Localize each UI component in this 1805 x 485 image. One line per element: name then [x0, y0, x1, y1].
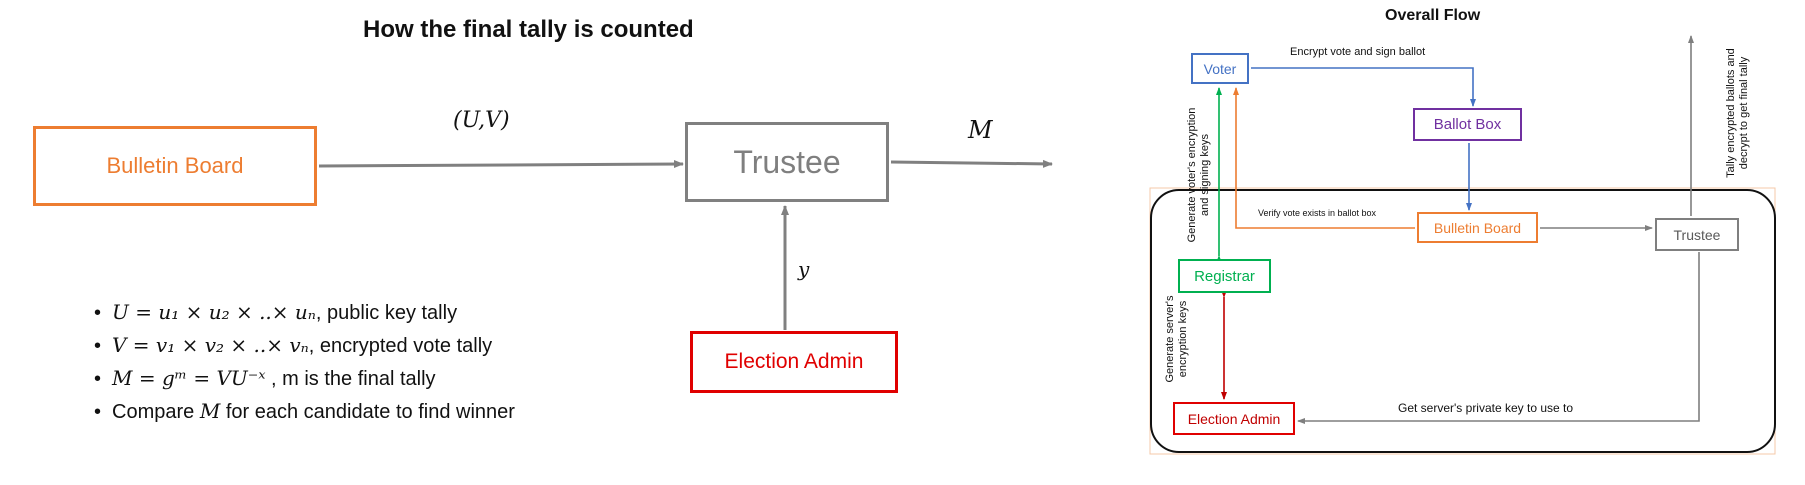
- edge-label-encrypt-vote: Encrypt vote and sign ballot: [1290, 46, 1426, 58]
- election-admin-node-right: Election Admin: [1173, 402, 1295, 435]
- formula-text: for each candidate to find winner: [220, 401, 515, 423]
- bullet-icon: •: [94, 401, 102, 423]
- edge-label-tally: Tally encrypted ballots and decrypt to g…: [1725, 48, 1750, 178]
- left-diagram-title: How the final tally is counted: [363, 16, 694, 43]
- voter-node: Voter: [1191, 53, 1249, 84]
- formula-text: , encrypted vote tally: [308, 335, 493, 357]
- formula-math: V = v₁ × v₂ × ..× vₙ: [112, 333, 309, 357]
- election-admin-node: Election Admin: [690, 331, 898, 393]
- edge-label-m: M: [968, 116, 993, 144]
- arrow-voter-to-ballot: [1251, 67, 1476, 107]
- formula-text: , m is the final tally: [265, 368, 436, 390]
- formula-pre: Compare: [112, 401, 200, 423]
- bulletin-board-node-right: Bulletin Board: [1417, 212, 1538, 243]
- ballot-box-node: Ballot Box: [1413, 108, 1522, 141]
- formula-item: • M = gᵐ = VU⁻ˣ , m is the final tally: [94, 362, 515, 395]
- registrar-node: Registrar: [1178, 259, 1271, 293]
- formula-item: • Compare M for each candidate to find wi…: [94, 395, 515, 428]
- bullet-icon: •: [94, 302, 102, 324]
- edge-label-gen-server-keys: Generate server's encryption keys: [1164, 295, 1189, 383]
- edge-label-gen-voter-keys: Generate voter's encryption and signing …: [1186, 107, 1211, 243]
- bullet-icon: •: [94, 335, 102, 357]
- formula-text: , public key tally: [315, 302, 458, 324]
- bullet-icon: •: [94, 368, 102, 390]
- system-rounded-frame: [1150, 189, 1776, 453]
- edge-label-uv: (U,V): [453, 108, 510, 133]
- edge-label-get-private-key: Get server's private key to use to: [1398, 401, 1574, 415]
- edge-label-verify-vote: Verify vote exists in ballot box: [1258, 208, 1377, 218]
- formula-item: • V = v₁ × v₂ × ..× vₙ, encrypted vote ta…: [94, 329, 515, 362]
- formula-item: • U = u₁ × u₂ × ..× uₙ, public key tally: [94, 296, 515, 329]
- trustee-node-right: Trustee: [1655, 218, 1739, 251]
- formula-math: M: [199, 399, 221, 423]
- arrow-bulletin-to-trustee: [318, 160, 684, 169]
- formula-list: •U = u₁ × u₂ × ..× uₙ, public key tally …: [94, 296, 515, 428]
- arrow-trustee-out: [890, 159, 1053, 168]
- formula-math: U = u₁ × u₂ × ..× uₙ: [112, 300, 316, 324]
- formula-math: M = gᵐ = VU⁻ˣ: [112, 366, 266, 390]
- bulletin-board-node: Bulletin Board: [33, 126, 317, 206]
- arrow-bulletin-to-voter: [1233, 87, 1415, 229]
- edge-label-y: y: [798, 257, 810, 281]
- trustee-node: Trustee: [685, 122, 889, 202]
- arrow-trustee-to-admin: [1297, 252, 1700, 424]
- right-diagram-title: Overall Flow: [1385, 7, 1481, 24]
